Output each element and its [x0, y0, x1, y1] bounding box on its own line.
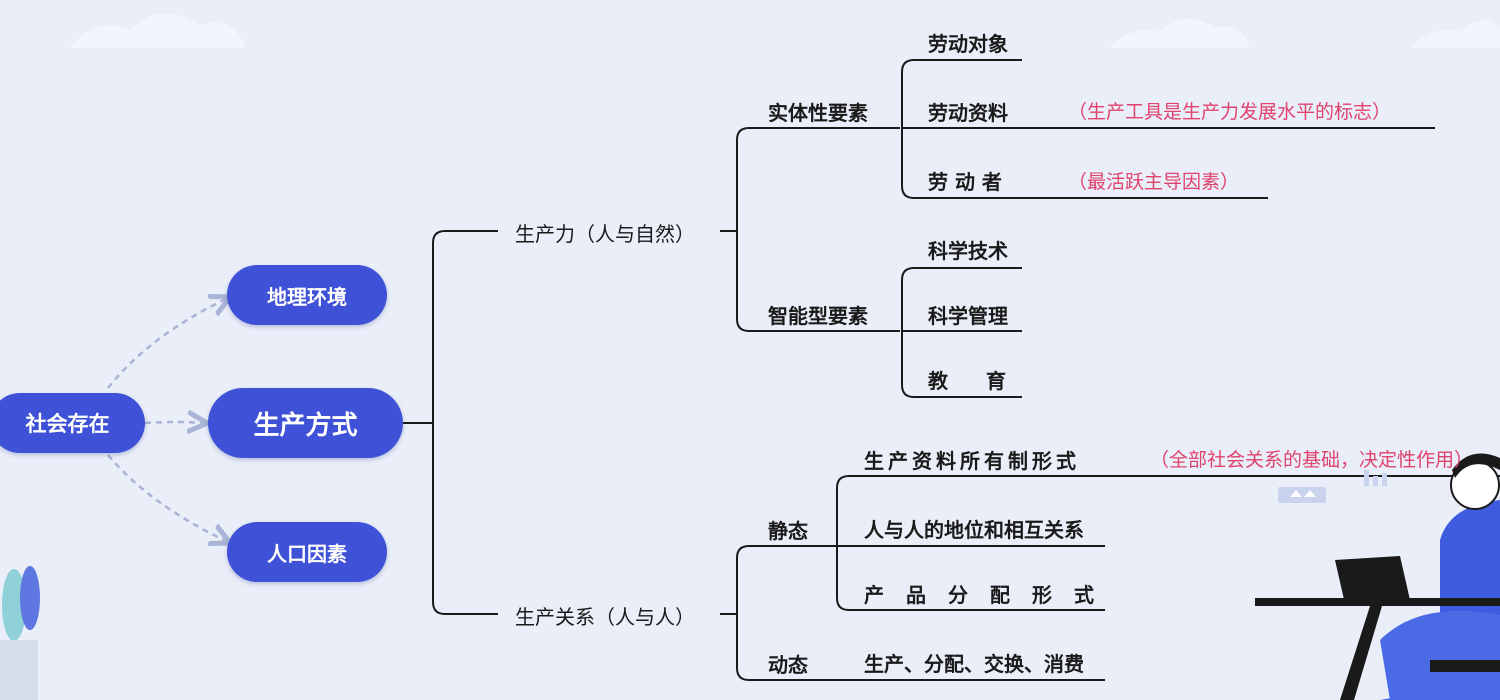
ownership-form-label: 生产资料所有制形式 — [864, 449, 1080, 473]
bracket-production-mode — [432, 230, 498, 615]
education-label: 教育 — [928, 369, 1044, 393]
intelligent-elements-label: 智能型要素 — [768, 304, 868, 328]
dynamic-label: 动态 — [768, 653, 808, 677]
cloud-decoration — [1410, 19, 1500, 48]
population-factor-label: 人口因素 — [267, 541, 347, 566]
static-label: 静态 — [768, 519, 808, 543]
sci-management-label: 科学管理 — [928, 304, 1008, 328]
relations-of-production-label: 生产关系（人与人） — [515, 605, 695, 629]
person-at-desk-illustration — [1255, 453, 1500, 700]
distribution-form-label: 产品分配形式 — [864, 583, 1116, 607]
geography-environment-label: 地理环境 — [267, 284, 347, 309]
social-existence-label: 社会存在 — [25, 412, 110, 436]
bracket-productive-forces — [736, 127, 900, 332]
dashed-arrow-geography — [107, 298, 228, 389]
social-existence-node: 社会存在 — [0, 393, 145, 453]
laborer-note: （最活跃主导因素） — [1068, 171, 1240, 193]
sci-tech-label: 科学技术 — [928, 239, 1008, 263]
labor-materials-label: 劳动资料 — [928, 101, 1008, 125]
cloud-decoration — [70, 13, 245, 48]
dashed-arrow-production-mode — [144, 422, 205, 423]
bracket-relations — [736, 545, 1105, 681]
geography-environment-node: 地理环境 — [227, 265, 387, 325]
ownership-note: （全部社会关系的基础，决定性作用） — [1150, 449, 1474, 471]
plant-decoration — [0, 566, 40, 700]
production-mode-node: 生产方式 — [208, 388, 403, 458]
bracket-static — [836, 475, 1500, 611]
population-factor-node: 人口因素 — [227, 522, 387, 582]
human-status-label: 人与人的地位和相互关系 — [864, 518, 1084, 542]
production-mode-label: 生产方式 — [253, 410, 358, 441]
labor-materials-note: （生产工具是生产力发展水平的标志） — [1068, 101, 1392, 123]
dashed-arrow-population — [107, 454, 228, 542]
labor-object-label: 劳动对象 — [928, 32, 1008, 56]
bracket-intelligent — [901, 267, 1022, 398]
entity-elements-label: 实体性要素 — [768, 101, 868, 125]
cloud-decoration — [1110, 18, 1250, 48]
productive-forces-label: 生产力（人与自然） — [515, 222, 695, 246]
laborer-label: 劳 动 者 — [928, 170, 1002, 194]
production-cycle-label: 生产、分配、交换、消费 — [864, 652, 1084, 676]
